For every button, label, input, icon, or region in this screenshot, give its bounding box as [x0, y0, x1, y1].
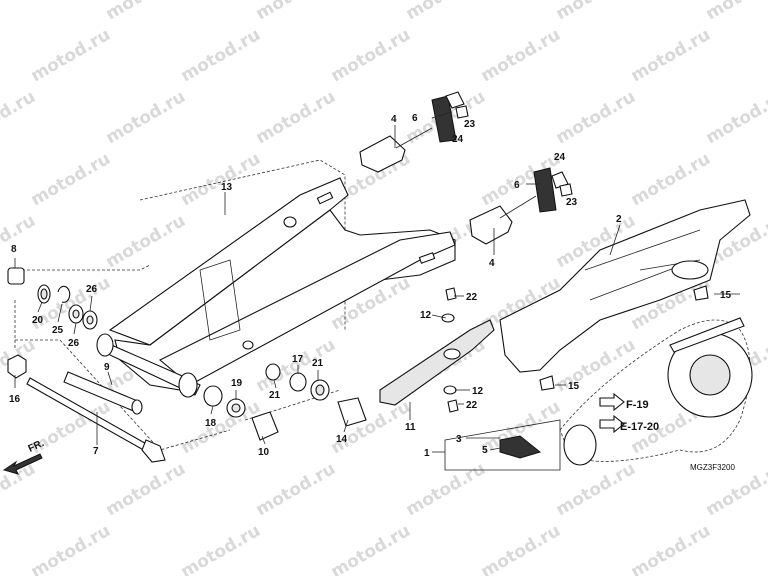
label-4a: 4 [391, 114, 397, 125]
ref-f19: F-19 [626, 399, 649, 411]
label-1: 1 [424, 448, 430, 459]
label-23b: 23 [566, 197, 578, 208]
label-26b: 26 [86, 284, 98, 295]
label-24a: 24 [452, 134, 464, 145]
drive-chain [444, 317, 753, 471]
watermark-text: motod.ru [103, 0, 189, 24]
label-23a: 23 [464, 119, 476, 130]
watermark-text: motod.ru [178, 521, 264, 576]
watermark-text: motod.ru [178, 149, 264, 210]
leader-lines [14, 111, 740, 453]
label-21a: 21 [269, 390, 281, 401]
watermark-text: motod.ru [0, 211, 39, 272]
watermark-text: motod.ru [178, 397, 264, 458]
watermark-text: motod.ru [328, 25, 414, 86]
label-22a: 22 [466, 292, 478, 303]
watermark-text: motod.ru [703, 0, 768, 24]
chain-adjusters [359, 91, 573, 245]
label-6a: 6 [412, 113, 418, 124]
label-15a: 15 [720, 290, 732, 301]
label-9: 9 [104, 362, 110, 373]
label-12b: 12 [472, 386, 484, 397]
watermark-text: motod.ru [178, 25, 264, 86]
label-17: 17 [292, 354, 304, 365]
label-11: 11 [405, 422, 416, 433]
watermark-text: motod.ru [253, 0, 339, 24]
chain-slider [379, 319, 495, 406]
label-21b: 21 [312, 358, 324, 369]
watermark-text: motod.ru [103, 87, 189, 148]
swingarm [96, 177, 456, 398]
diagram-code: MGZ3F3200 [690, 463, 735, 472]
label-26a: 26 [68, 338, 80, 349]
reference-callouts: F-19 E-17-20 MGZ3F3200 [599, 392, 735, 472]
watermark-text: motod.ru [553, 459, 639, 520]
watermark-text: motod.ru [478, 25, 564, 86]
fasteners [441, 285, 709, 413]
label-18: 18 [205, 418, 217, 429]
label-5: 5 [482, 445, 488, 456]
watermark-text: motod.ru [628, 25, 714, 86]
ref-e1720: E-17-20 [620, 421, 659, 433]
watermark-text: motod.ru [403, 459, 489, 520]
watermark-text: motod.ru [28, 25, 114, 86]
label-8: 8 [11, 244, 17, 255]
chain-case [499, 199, 751, 373]
watermark-text: motod.ru [403, 0, 489, 24]
label-22b: 22 [466, 400, 478, 411]
watermark-text: motod.ru [478, 521, 564, 576]
label-20: 20 [32, 315, 44, 326]
watermark-text: motod.ru [0, 0, 39, 24]
label-6b: 6 [514, 180, 520, 191]
label-2: 2 [616, 214, 622, 225]
watermark-text: motod.ru [628, 521, 714, 576]
label-25: 25 [52, 325, 64, 336]
watermark-text: motod.ru [553, 0, 639, 24]
watermark-text: motod.ru [103, 211, 189, 272]
label-10: 10 [258, 447, 270, 458]
watermark-text: motod.ru [328, 521, 414, 576]
label-16: 16 [9, 394, 21, 405]
watermark-text: motod.ru [253, 87, 339, 148]
label-12a: 12 [420, 310, 432, 321]
watermark-text: motod.ru [28, 149, 114, 210]
label-24b: 24 [554, 152, 566, 163]
watermark-text: motod.ru [703, 87, 768, 148]
watermark-text: motod.ru [28, 521, 114, 576]
label-4b: 4 [489, 258, 495, 269]
label-3: 3 [456, 434, 462, 445]
watermark-text: motod.ru [253, 459, 339, 520]
label-14: 14 [336, 434, 348, 445]
arrow-left-icon [2, 453, 43, 475]
label-19: 19 [231, 378, 243, 389]
watermark-text: motod.ru [103, 459, 189, 520]
pivot-parts [7, 267, 367, 463]
label-15b: 15 [568, 381, 580, 392]
label-7: 7 [93, 446, 99, 457]
watermark-text: motod.ru [628, 149, 714, 210]
label-13: 13 [221, 182, 233, 193]
part-labels: 13 8 20 25 26 26 9 16 7 18 19 10 21 17 2… [9, 113, 732, 459]
watermark-text: motod.ru [0, 87, 39, 148]
watermark-text: motod.ru [553, 87, 639, 148]
